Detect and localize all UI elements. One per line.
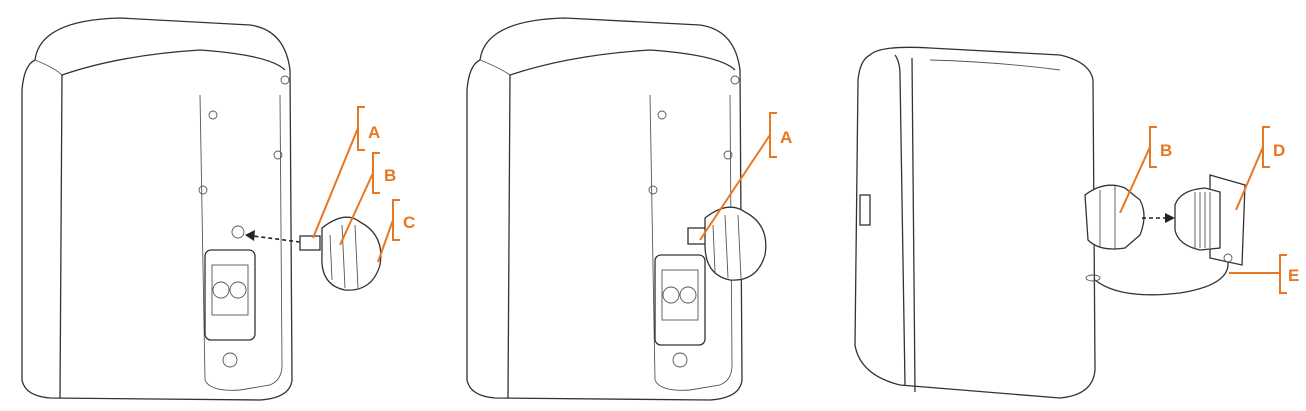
label-C: C xyxy=(403,213,415,232)
callout-B-1: B xyxy=(339,152,396,246)
label-B: B xyxy=(1160,141,1172,160)
callout-A-1: A xyxy=(312,106,380,239)
label-A: A xyxy=(780,128,792,147)
speaker-side-view xyxy=(854,46,1246,399)
label-B: B xyxy=(384,166,396,185)
label-E: E xyxy=(1288,266,1299,285)
callout-A-2: A xyxy=(699,112,792,241)
callout-E-3: E xyxy=(1229,254,1299,294)
callout-B-3: B xyxy=(1119,126,1172,214)
label-A: A xyxy=(368,123,380,142)
callout-D-3: D xyxy=(1235,126,1285,211)
label-D: D xyxy=(1273,141,1285,160)
callout-C-1: C xyxy=(377,199,415,263)
speaker-rear-view-2 xyxy=(466,17,767,401)
speaker-rear-view-1 xyxy=(21,17,382,401)
